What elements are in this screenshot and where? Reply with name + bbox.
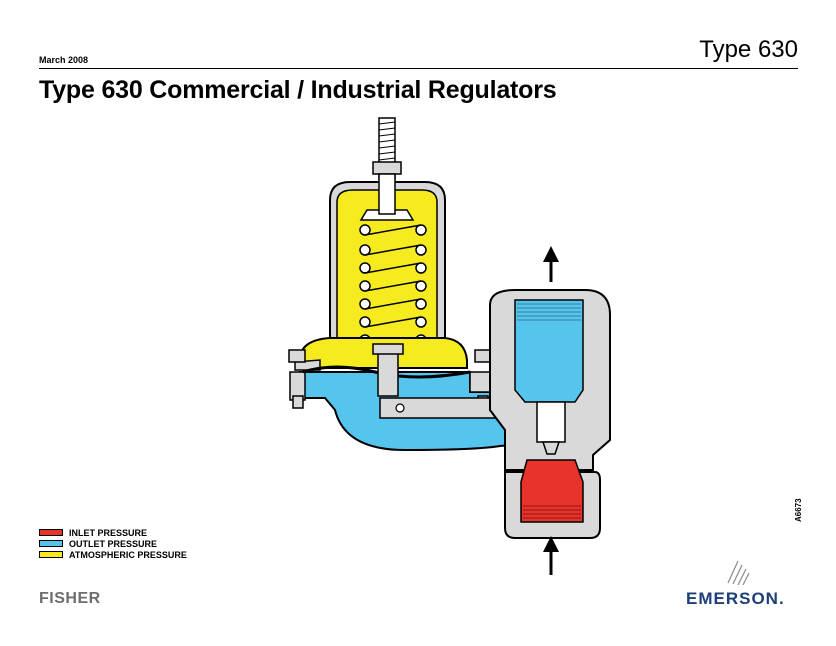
emerson-logo-icon (727, 560, 750, 586)
adjusting-screw (372, 117, 402, 179)
pressure-legend: INLET PRESSURE OUTLET PRESSURE ATMOSPHER… (39, 527, 187, 560)
valve-body (489, 289, 611, 539)
date-label: March 2008 (39, 55, 89, 65)
emerson-logo: EMERSON. (686, 589, 785, 608)
legend-item-inlet: INLET PRESSURE (39, 527, 187, 538)
inlet-chamber (520, 459, 584, 523)
drawing-id: A6673 (794, 498, 803, 522)
legend-item-outlet: OUTLET PRESSURE (39, 538, 187, 549)
legend-item-atmospheric: ATMOSPHERIC PRESSURE (39, 549, 187, 560)
legend-label: OUTLET PRESSURE (69, 538, 158, 549)
spring-case (329, 173, 446, 349)
fisher-logo: FISHER (39, 590, 101, 607)
diaphragm (302, 365, 471, 379)
legend-swatch-atmospheric (39, 551, 63, 558)
flow-arrow-icon (543, 246, 559, 575)
regulator-cutaway-diagram (288, 117, 611, 575)
header-rule (39, 68, 798, 69)
product-name: Type 630 (699, 36, 798, 63)
legend-swatch-inlet (39, 529, 63, 536)
page-title: Type 630 Commercial / Industrial Regulat… (39, 76, 557, 104)
legend-label: ATMOSPHERIC PRESSURE (69, 549, 187, 560)
legend-label: INLET PRESSURE (69, 527, 148, 538)
legend-swatch-outlet (39, 540, 63, 547)
